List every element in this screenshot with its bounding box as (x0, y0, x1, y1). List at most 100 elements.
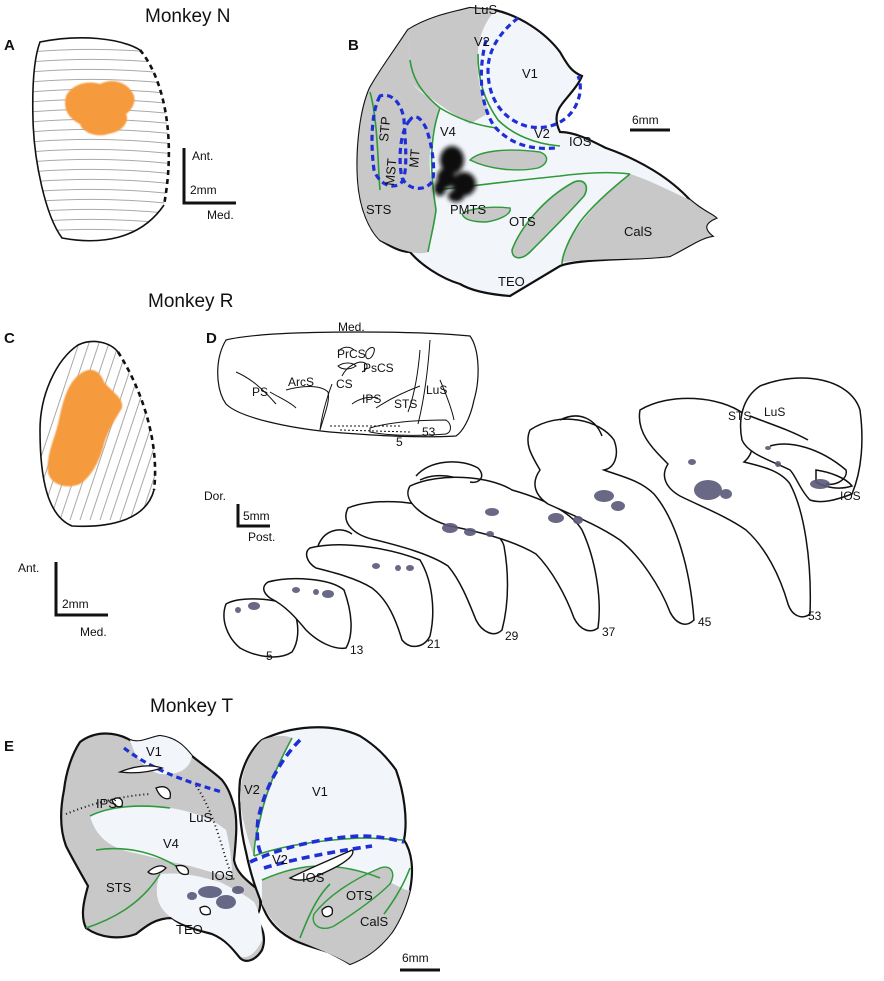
panel-b-gray-ios (468, 149, 548, 171)
panel-d-slice-45 (527, 418, 695, 625)
panel-b-label-pmts: PMTS (450, 202, 486, 217)
panel-d-label-lus: LuS (426, 383, 447, 397)
panel-d-brain-outline (217, 331, 479, 438)
panel-b-scale-bar: 6mm (630, 113, 670, 132)
panel-b-label-stp: STP (376, 116, 393, 143)
panel-b-gray-right (562, 174, 716, 262)
panel-e-label-v2-right-top: V2 (244, 782, 260, 797)
panel-b-label-v2-top: V2 (474, 34, 490, 49)
panel-d-activation-spots (235, 446, 830, 613)
panel-e-left-pale-v4 (90, 806, 232, 876)
panel-e-right-flatmap: V2 V1 V2 IOS OTS CalS (238, 726, 414, 966)
panel-d-label-pscs: PsCS (363, 361, 394, 375)
panel-a-activation (65, 81, 135, 136)
panel-c-activation (47, 369, 123, 487)
panel-e-left-pale-teo (156, 873, 262, 958)
panel-b-gray-upper (408, 8, 495, 124)
panel-a-dashed-edge (139, 49, 171, 206)
panel-a-scale-med: Med. (207, 208, 234, 222)
panel-d-slice-5 (223, 598, 299, 658)
panel-b-label-lus: LuS (474, 2, 497, 17)
panel-d-slice-label-sts: STS (728, 409, 751, 423)
panel-b-label-ots: OTS (509, 214, 536, 229)
panel-d-label-ips: IPS (362, 392, 381, 406)
panel-e-label-teo: TEO (176, 922, 203, 937)
panel-e-label-v1-right: V1 (312, 784, 328, 799)
panel-b-label-v4: V4 (440, 124, 456, 139)
panel-b-flatmap: LuS V2 V1 V2 IOS V4 STP MST MT STS PMTS … (356, 2, 718, 298)
panel-e-label-v4: V4 (163, 836, 179, 851)
panel-d-scale-bar: Dor. 5mm Post. (204, 489, 275, 544)
panel-d-slice-label-ios: IOS (840, 489, 861, 503)
panel-d-label-arcs: ArcS (288, 375, 314, 389)
panel-b-label-sts: STS (366, 202, 392, 217)
panel-letter-e: E (4, 738, 14, 755)
panel-e-left-pale-v1 (130, 736, 192, 775)
panel-e-label-ios-left: IOS (211, 868, 234, 883)
panel-e-label-ips: IPS (96, 796, 117, 811)
panel-d-label-prcs: PrCS (337, 347, 366, 361)
panel-b-label-mst: MST (382, 158, 399, 187)
panel-d-scale-dor: Dor. (204, 489, 226, 503)
panel-e-label-cals: CalS (360, 914, 389, 929)
panel-d-label-med: Med. (338, 320, 365, 334)
panel-d-section-37: 37 (602, 625, 616, 639)
panel-b-gray-pmts (461, 206, 511, 223)
panel-d-brain-sketch: Med. PrCS PsCS PS ArcS CS IPS STS LuS 5 … (217, 320, 479, 449)
panel-d-section-13: 13 (350, 643, 364, 657)
panel-e-left-activation (187, 886, 244, 909)
panel-c-scale-len: 2mm (62, 597, 89, 611)
panel-d-label-5: 5 (396, 435, 403, 449)
panel-letter-a: A (4, 37, 15, 54)
panel-c-outline (39, 340, 155, 528)
panel-d-scale-post: Post. (248, 530, 275, 544)
panel-e-label-sts: STS (106, 880, 132, 895)
panel-e-label-ios-right: IOS (302, 870, 325, 885)
panel-d-section-45: 45 (698, 615, 712, 629)
panel-d-slice-53 (739, 377, 863, 503)
panel-e-left-flatmap: V1 IPS LuS V4 STS IOS TEO (60, 732, 265, 962)
title-monkey-n: Monkey N (145, 6, 231, 27)
panel-d-section-29: 29 (505, 629, 519, 643)
panel-a-outline (31, 37, 165, 242)
panel-e-scale-len: 6mm (402, 951, 429, 965)
panel-c-scale-med: Med. (80, 625, 107, 639)
panel-d-label-sts: STS (394, 397, 417, 411)
panel-d-section-53: 53 (808, 609, 822, 623)
panel-c-vessel-lines (40, 341, 156, 521)
panel-b-label-cals: CalS (624, 224, 653, 239)
panel-d-slice-label-lus: LuS (764, 405, 785, 419)
panel-d-slice-21 (305, 544, 434, 648)
panel-letter-b: B (348, 37, 359, 54)
panel-e-label-lus: LuS (189, 810, 212, 825)
panel-b-gray-left (357, 30, 440, 254)
panel-a-scale-len: 2mm (190, 183, 217, 197)
panel-a-scale-bar: Ant. 2mm Med. (182, 148, 236, 222)
panel-c-scale-bar: Ant. 2mm Med. (18, 561, 108, 639)
panel-b-label-v2-mid: V2 (534, 126, 550, 141)
panel-d-scale-len: 5mm (243, 509, 270, 523)
panel-d-section-5: 5 (266, 649, 273, 663)
panel-e-scale-bar: 6mm (400, 951, 440, 972)
panel-b-label-ios: IOS (569, 134, 592, 149)
panel-d-section-21: 21 (427, 637, 441, 651)
panel-e-label-v2-right-bottom: V2 (272, 852, 288, 867)
panel-a-vessel-lines (32, 48, 169, 235)
panel-d-label-cs: CS (336, 377, 353, 391)
panel-c-imaging-window (39, 340, 157, 528)
panel-d-sections (223, 377, 863, 658)
panel-e-label-v1-left: V1 (146, 744, 162, 759)
panel-b-label-mt: MT (406, 148, 423, 168)
panel-b-blue-borders (370, 16, 582, 190)
panel-b-label-teo: TEO (498, 274, 525, 289)
panel-letter-d: D (206, 330, 217, 347)
panel-d-section-numbers: 5 13 21 29 37 45 53 (266, 609, 822, 663)
panel-b-gray-ots (511, 180, 588, 259)
panel-a-imaging-window (31, 37, 171, 242)
panel-c-dashed-edge (116, 351, 157, 491)
panel-b-area-borders (369, 53, 631, 265)
panel-b-label-v1: V1 (522, 66, 538, 81)
panel-e-label-ots: OTS (346, 888, 373, 903)
panel-d-label-53: 53 (422, 425, 436, 439)
